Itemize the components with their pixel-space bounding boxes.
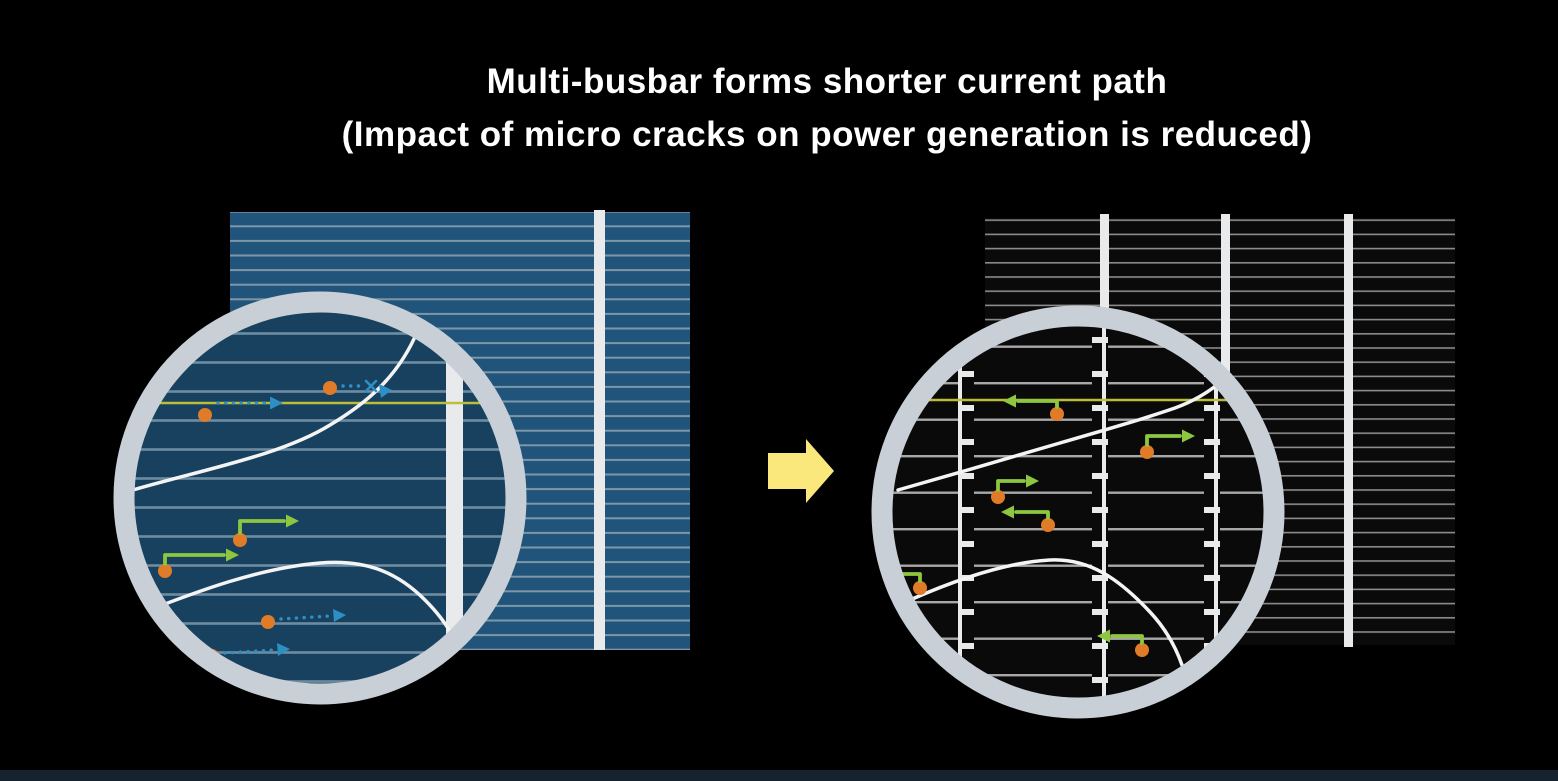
electron-dot <box>158 564 172 578</box>
left-magnifier <box>113 291 527 705</box>
transition-right-arrow-icon <box>768 439 834 503</box>
electron-dot <box>913 581 927 595</box>
right-magnifier-ring-icon <box>871 305 1285 719</box>
left-current-path-1 <box>198 396 283 422</box>
right-green-path-1 <box>1003 394 1064 421</box>
left-current-path-3 <box>261 609 346 629</box>
green-arrowhead-icon <box>226 548 239 562</box>
green-path <box>163 553 226 566</box>
diagram-title: Multi-busbar forms shorter current path … <box>48 56 1558 161</box>
green-arrowhead-icon <box>1026 474 1039 488</box>
electron-dot <box>1140 445 1154 459</box>
blocked-cross-icon <box>364 379 378 393</box>
blue-arrowhead-icon <box>277 643 290 656</box>
left-current-path-2 <box>323 379 392 398</box>
green-arrowhead-icon <box>1003 394 1016 408</box>
electron-dot <box>1135 643 1149 657</box>
title-line-1: Multi-busbar forms shorter current path <box>486 62 1168 101</box>
green-path <box>1110 634 1144 645</box>
right-zoom-finger-grid <box>892 326 1264 698</box>
bottom-strip <box>0 770 1558 781</box>
electron-dot <box>991 490 1005 504</box>
right-magnifier <box>871 305 1285 719</box>
blue-dotted-trail <box>223 648 277 655</box>
right-zoom-busbar-1 <box>958 326 974 698</box>
green-arrowhead-icon <box>1001 505 1014 519</box>
green-path <box>1014 510 1050 520</box>
green-path <box>238 519 286 535</box>
right-zoom-busbar-3 <box>1204 326 1220 698</box>
left-crack-lower <box>134 560 460 650</box>
green-path <box>1016 399 1059 409</box>
blue-arrowhead-icon <box>333 609 346 622</box>
right-crack-lower <box>908 558 1184 667</box>
right-green-path-2 <box>1140 429 1195 459</box>
green-path <box>996 479 1026 492</box>
green-path <box>1145 434 1182 447</box>
right-green-path-4 <box>1001 505 1055 532</box>
right-cell-busbar-3 <box>1344 214 1353 647</box>
electron-dot <box>233 533 247 547</box>
right-crack-upper <box>896 350 1250 492</box>
green-arrowhead-icon <box>1182 429 1195 443</box>
green-arrowhead-icon <box>1097 629 1110 643</box>
left-green-path-2 <box>158 548 239 578</box>
green-arrowhead-icon <box>286 514 299 528</box>
right-zoom-busbar-2 <box>1092 326 1108 698</box>
green-path <box>896 572 922 583</box>
title-line-2: (Impact of micro cracks on power generat… <box>341 114 1313 154</box>
electron-dot <box>261 615 275 629</box>
electron-dot <box>323 381 337 395</box>
left-magnifier-content <box>134 312 506 684</box>
left-green-path-1 <box>233 514 299 547</box>
electron-dot <box>198 408 212 422</box>
electron-dot <box>1041 518 1055 532</box>
left-cell-busbar <box>594 210 605 650</box>
left-zoom-busbar <box>446 312 463 684</box>
right-green-path-3 <box>991 474 1039 504</box>
left-magnifier-ring-icon <box>113 291 527 705</box>
blue-arrowhead-icon <box>270 396 283 410</box>
blue-arrowhead-icon <box>379 384 392 398</box>
right-magnifier-content <box>892 326 1264 698</box>
blue-dotted-trail <box>279 614 333 621</box>
right-green-path-6 <box>1097 629 1149 657</box>
electron-dot <box>1050 407 1064 421</box>
